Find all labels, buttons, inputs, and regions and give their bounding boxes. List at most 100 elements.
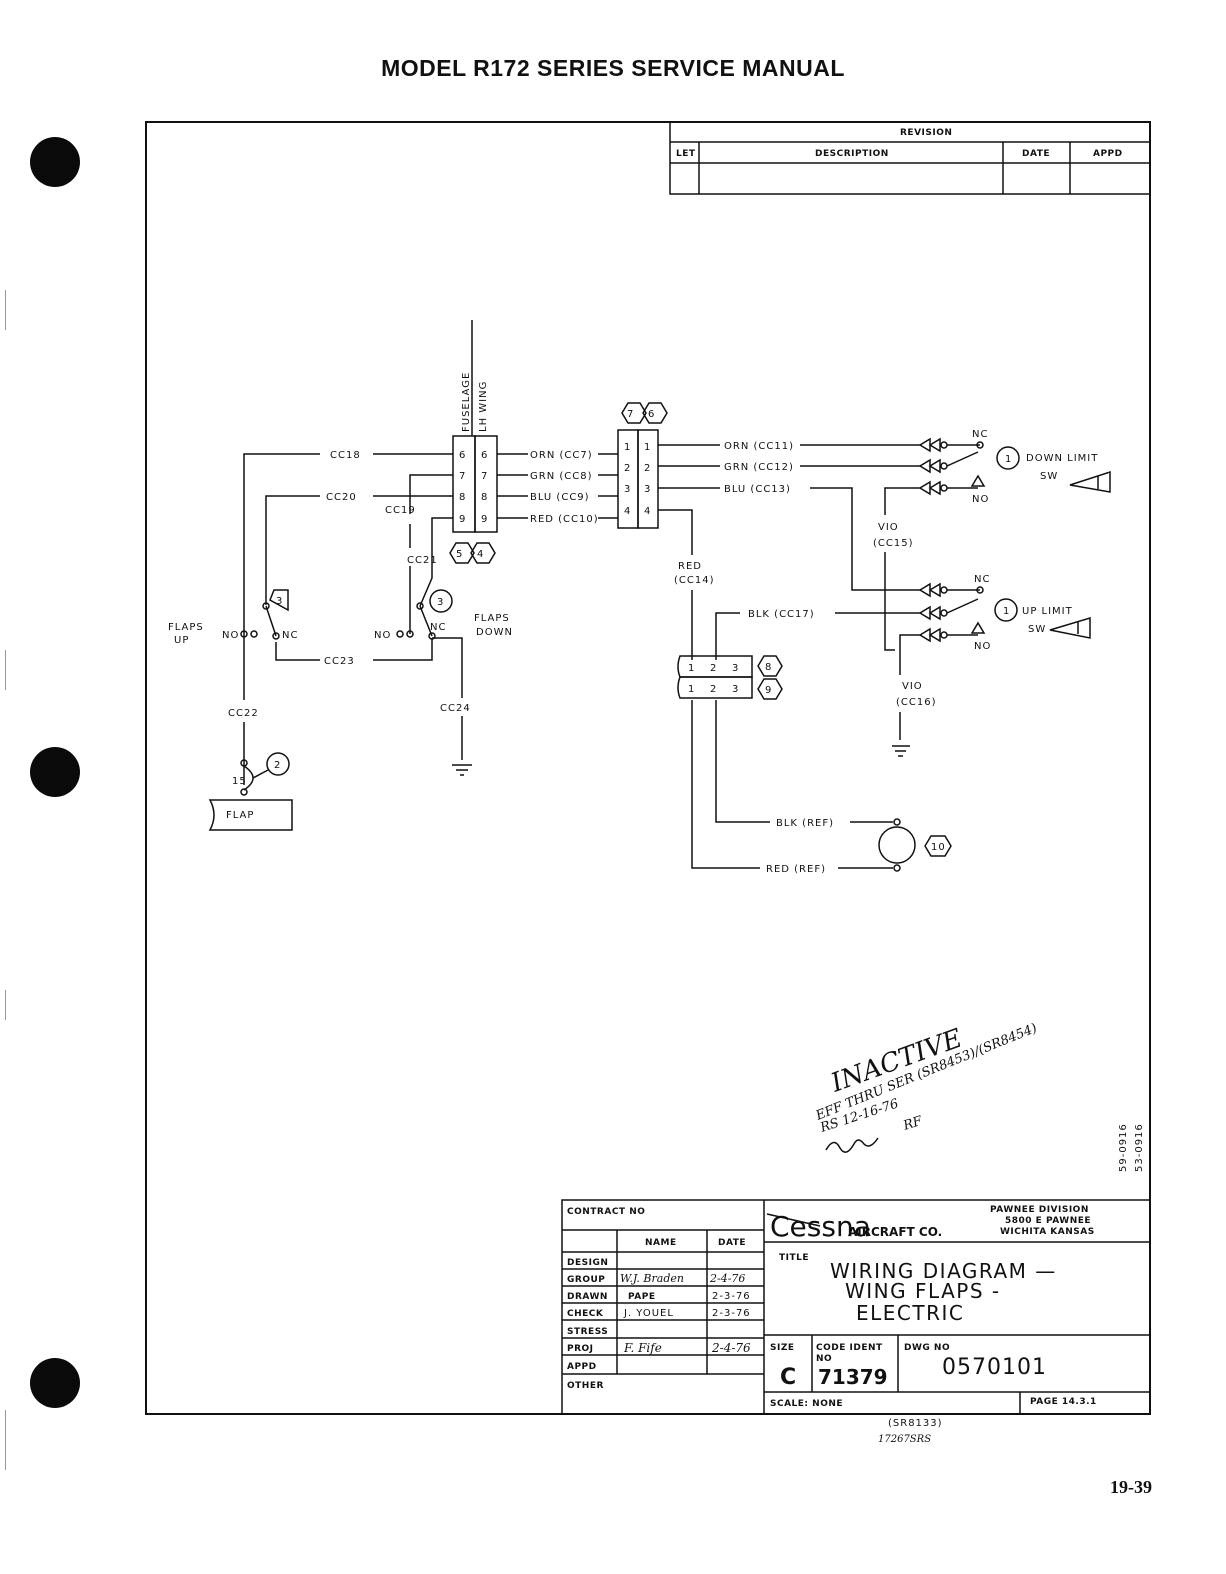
fuselage-pin: 8 bbox=[459, 492, 466, 503]
wire-label-cc15: (CC15) bbox=[873, 538, 914, 549]
motor-pin: 3 bbox=[732, 684, 739, 695]
wire-label-cc22: CC22 bbox=[228, 708, 259, 719]
wing-pin: 2 bbox=[624, 463, 631, 474]
tb-role: OTHER bbox=[567, 1381, 604, 1391]
tb-name: W.J. Braden bbox=[620, 1272, 684, 1285]
margin-mark bbox=[5, 290, 6, 330]
callout-7: 7 bbox=[627, 409, 634, 420]
wire-cc23 bbox=[275, 638, 433, 661]
motor-pin: 2 bbox=[710, 684, 717, 695]
wire-label-cc19: CC19 bbox=[385, 505, 416, 516]
flaps-up-switch bbox=[240, 602, 280, 640]
tb-role: CHECK bbox=[567, 1309, 604, 1319]
wire-label-red-ref: RED (REF) bbox=[766, 864, 826, 875]
size-value: C bbox=[780, 1365, 796, 1390]
tb-name: PAPE bbox=[628, 1292, 655, 1302]
wire-red-cc14 bbox=[658, 509, 893, 869]
wire-label-grn-cc12: GRN (CC12) bbox=[724, 462, 794, 473]
up-limit-switch bbox=[918, 582, 1091, 643]
revision-col-description: DESCRIPTION bbox=[815, 149, 889, 159]
wing-connector bbox=[617, 429, 659, 529]
dwg-no-label: DWG NO bbox=[904, 1343, 950, 1353]
lh-wing-label: LH WING bbox=[478, 381, 489, 432]
wire-label-blk-ref: BLK (REF) bbox=[776, 818, 834, 829]
revision-col-date: DATE bbox=[1022, 149, 1050, 159]
callout-6: 6 bbox=[648, 409, 655, 420]
switch-no-label: NO bbox=[374, 630, 391, 641]
callout-3: 3 bbox=[276, 596, 283, 607]
flaps-down-switch bbox=[396, 602, 436, 640]
tb-name: F. Fife bbox=[623, 1341, 662, 1355]
switch-no-label: NO bbox=[974, 641, 991, 652]
wire-cc24 bbox=[432, 637, 463, 760]
motor-pin: 2 bbox=[710, 663, 717, 674]
wire-label-cc16: (CC16) bbox=[896, 697, 937, 708]
revision-title: REVISION bbox=[900, 128, 952, 138]
fuselage-pin: 6 bbox=[459, 450, 466, 461]
tb-role: DRAWN bbox=[567, 1292, 608, 1302]
page-header-title: MODEL R172 SERIES SERVICE MANUAL bbox=[381, 55, 845, 81]
division-line: 5800 E PAWNEE bbox=[1005, 1216, 1091, 1226]
callout-3: 3 bbox=[437, 597, 444, 608]
title-block-frame bbox=[561, 1199, 1151, 1415]
code-ident-value: 71379 bbox=[818, 1365, 888, 1389]
cessna-logo: Cessna bbox=[770, 1210, 871, 1243]
fuselage-label: FUSELAGE bbox=[461, 372, 472, 432]
wing-pin: 2 bbox=[644, 463, 651, 474]
flap-motor bbox=[878, 818, 916, 872]
wire-cc18 bbox=[243, 453, 453, 633]
breaker-label: FLAP bbox=[226, 810, 254, 821]
down-limit-sw-label: SW bbox=[1040, 471, 1058, 482]
name-header: NAME bbox=[645, 1238, 677, 1248]
side-number: 53-0916 bbox=[1134, 1123, 1145, 1172]
tb-name: J. YOUEL bbox=[623, 1308, 674, 1319]
wire-label-grn-cc8: GRN (CC8) bbox=[530, 471, 593, 482]
below-ref: 17267SRS bbox=[878, 1434, 931, 1445]
callout-shapes bbox=[266, 402, 1020, 857]
tb-role: PROJ bbox=[567, 1344, 594, 1354]
handwritten-signature-mark bbox=[825, 1137, 879, 1153]
division-line: PAWNEE DIVISION bbox=[990, 1205, 1089, 1215]
down-limit-switch bbox=[918, 437, 1111, 496]
wing-pin: 4 bbox=[644, 506, 651, 517]
up-limit-sw-label: SW bbox=[1028, 624, 1046, 635]
revision-col-appd: APPD bbox=[1093, 149, 1123, 159]
company-suffix: AIRCRAFT CO. bbox=[848, 1225, 942, 1239]
division-line: WICHITA KANSAS bbox=[1000, 1227, 1095, 1237]
switch-no-label: NO bbox=[222, 630, 239, 641]
wing-pin: 1 bbox=[644, 442, 651, 453]
code-ident-label: NO bbox=[816, 1354, 832, 1364]
motor-connector bbox=[677, 655, 753, 699]
circuit-breaker bbox=[208, 759, 293, 831]
switch-nc-label: NC bbox=[972, 429, 988, 440]
punch-hole-middle bbox=[30, 747, 80, 797]
wire-label-blk-cc17: BLK (CC17) bbox=[748, 609, 815, 620]
callout-5: 5 bbox=[456, 549, 463, 560]
side-number: 59-0916 bbox=[1118, 1123, 1129, 1172]
switch-nc-label: NC bbox=[282, 630, 298, 641]
fuselage-connector bbox=[452, 320, 498, 533]
wire-cc21 bbox=[419, 517, 453, 607]
drawing-title: WING FLAPS - bbox=[845, 1279, 1001, 1303]
wire-label-blu-cc13: BLU (CC13) bbox=[724, 484, 791, 495]
code-ident-label: CODE IDENT bbox=[816, 1343, 883, 1353]
page-number: 19-39 bbox=[1110, 1477, 1152, 1497]
wire-label-cc24: CC24 bbox=[440, 703, 471, 714]
flaps-up-label: FLAPS bbox=[168, 622, 204, 633]
tb-date: 2-3-76 bbox=[712, 1291, 751, 1302]
switch-nc-label: NC bbox=[974, 574, 990, 585]
flaps-down-label: DOWN bbox=[476, 627, 513, 638]
punch-hole-top bbox=[30, 137, 80, 187]
wire-label-cc18: CC18 bbox=[330, 450, 361, 461]
down-limit-label: DOWN LIMIT bbox=[1026, 453, 1098, 464]
fuselage-pin: 7 bbox=[459, 471, 466, 482]
switch-no-label: NO bbox=[972, 494, 989, 505]
wire-vio-cc15 bbox=[884, 487, 920, 651]
motor-pin: 1 bbox=[688, 684, 695, 695]
tb-date: 2-3-76 bbox=[712, 1308, 751, 1319]
sheet-border bbox=[145, 121, 1151, 1415]
callout-1: 1 bbox=[1005, 454, 1012, 465]
motor-pin: 3 bbox=[732, 663, 739, 674]
switch-nc-label: NC bbox=[430, 622, 446, 633]
wire-label-cc21: CC21 bbox=[407, 555, 438, 566]
